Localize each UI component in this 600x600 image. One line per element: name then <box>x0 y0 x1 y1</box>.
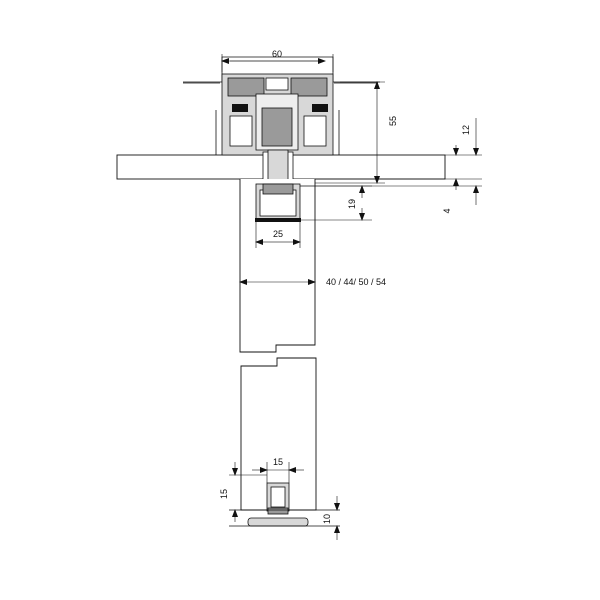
door-panel-upper <box>239 179 316 353</box>
dim-runner-width: 25 <box>255 222 301 248</box>
dim-gap: 4 <box>300 178 482 214</box>
dim-top-clearance: 12 <box>445 118 482 190</box>
dim-rail-height: 55 <box>315 81 398 184</box>
dim-label-guide-height: 15 <box>219 489 229 499</box>
dim-label-runner-height: 19 <box>347 199 357 209</box>
dim-guide-height: 15 <box>219 462 267 522</box>
dim-label-door-thickness: 40 / 44/ 50 / 54 <box>326 277 386 287</box>
dim-label-top-width: 60 <box>272 49 282 59</box>
dim-floor-guide-height: 10 <box>322 496 340 540</box>
floor-guide <box>229 482 340 527</box>
dim-top-width: 60 <box>221 49 334 72</box>
dim-label-runner-width: 25 <box>273 229 283 239</box>
dim-label-floor-guide-height: 10 <box>322 514 332 524</box>
dim-label-top-clearance: 12 <box>461 125 471 135</box>
dim-label-gap: 4 <box>442 208 452 213</box>
dim-label-rail-height: 55 <box>388 116 398 126</box>
dim-door-thickness: 40 / 44/ 50 / 54 <box>239 277 386 287</box>
dim-label-guide-width: 15 <box>273 457 283 467</box>
dim-guide-width: 15 <box>252 457 304 483</box>
door-runner <box>255 183 301 222</box>
dim-runner-height: 19 <box>300 185 372 221</box>
